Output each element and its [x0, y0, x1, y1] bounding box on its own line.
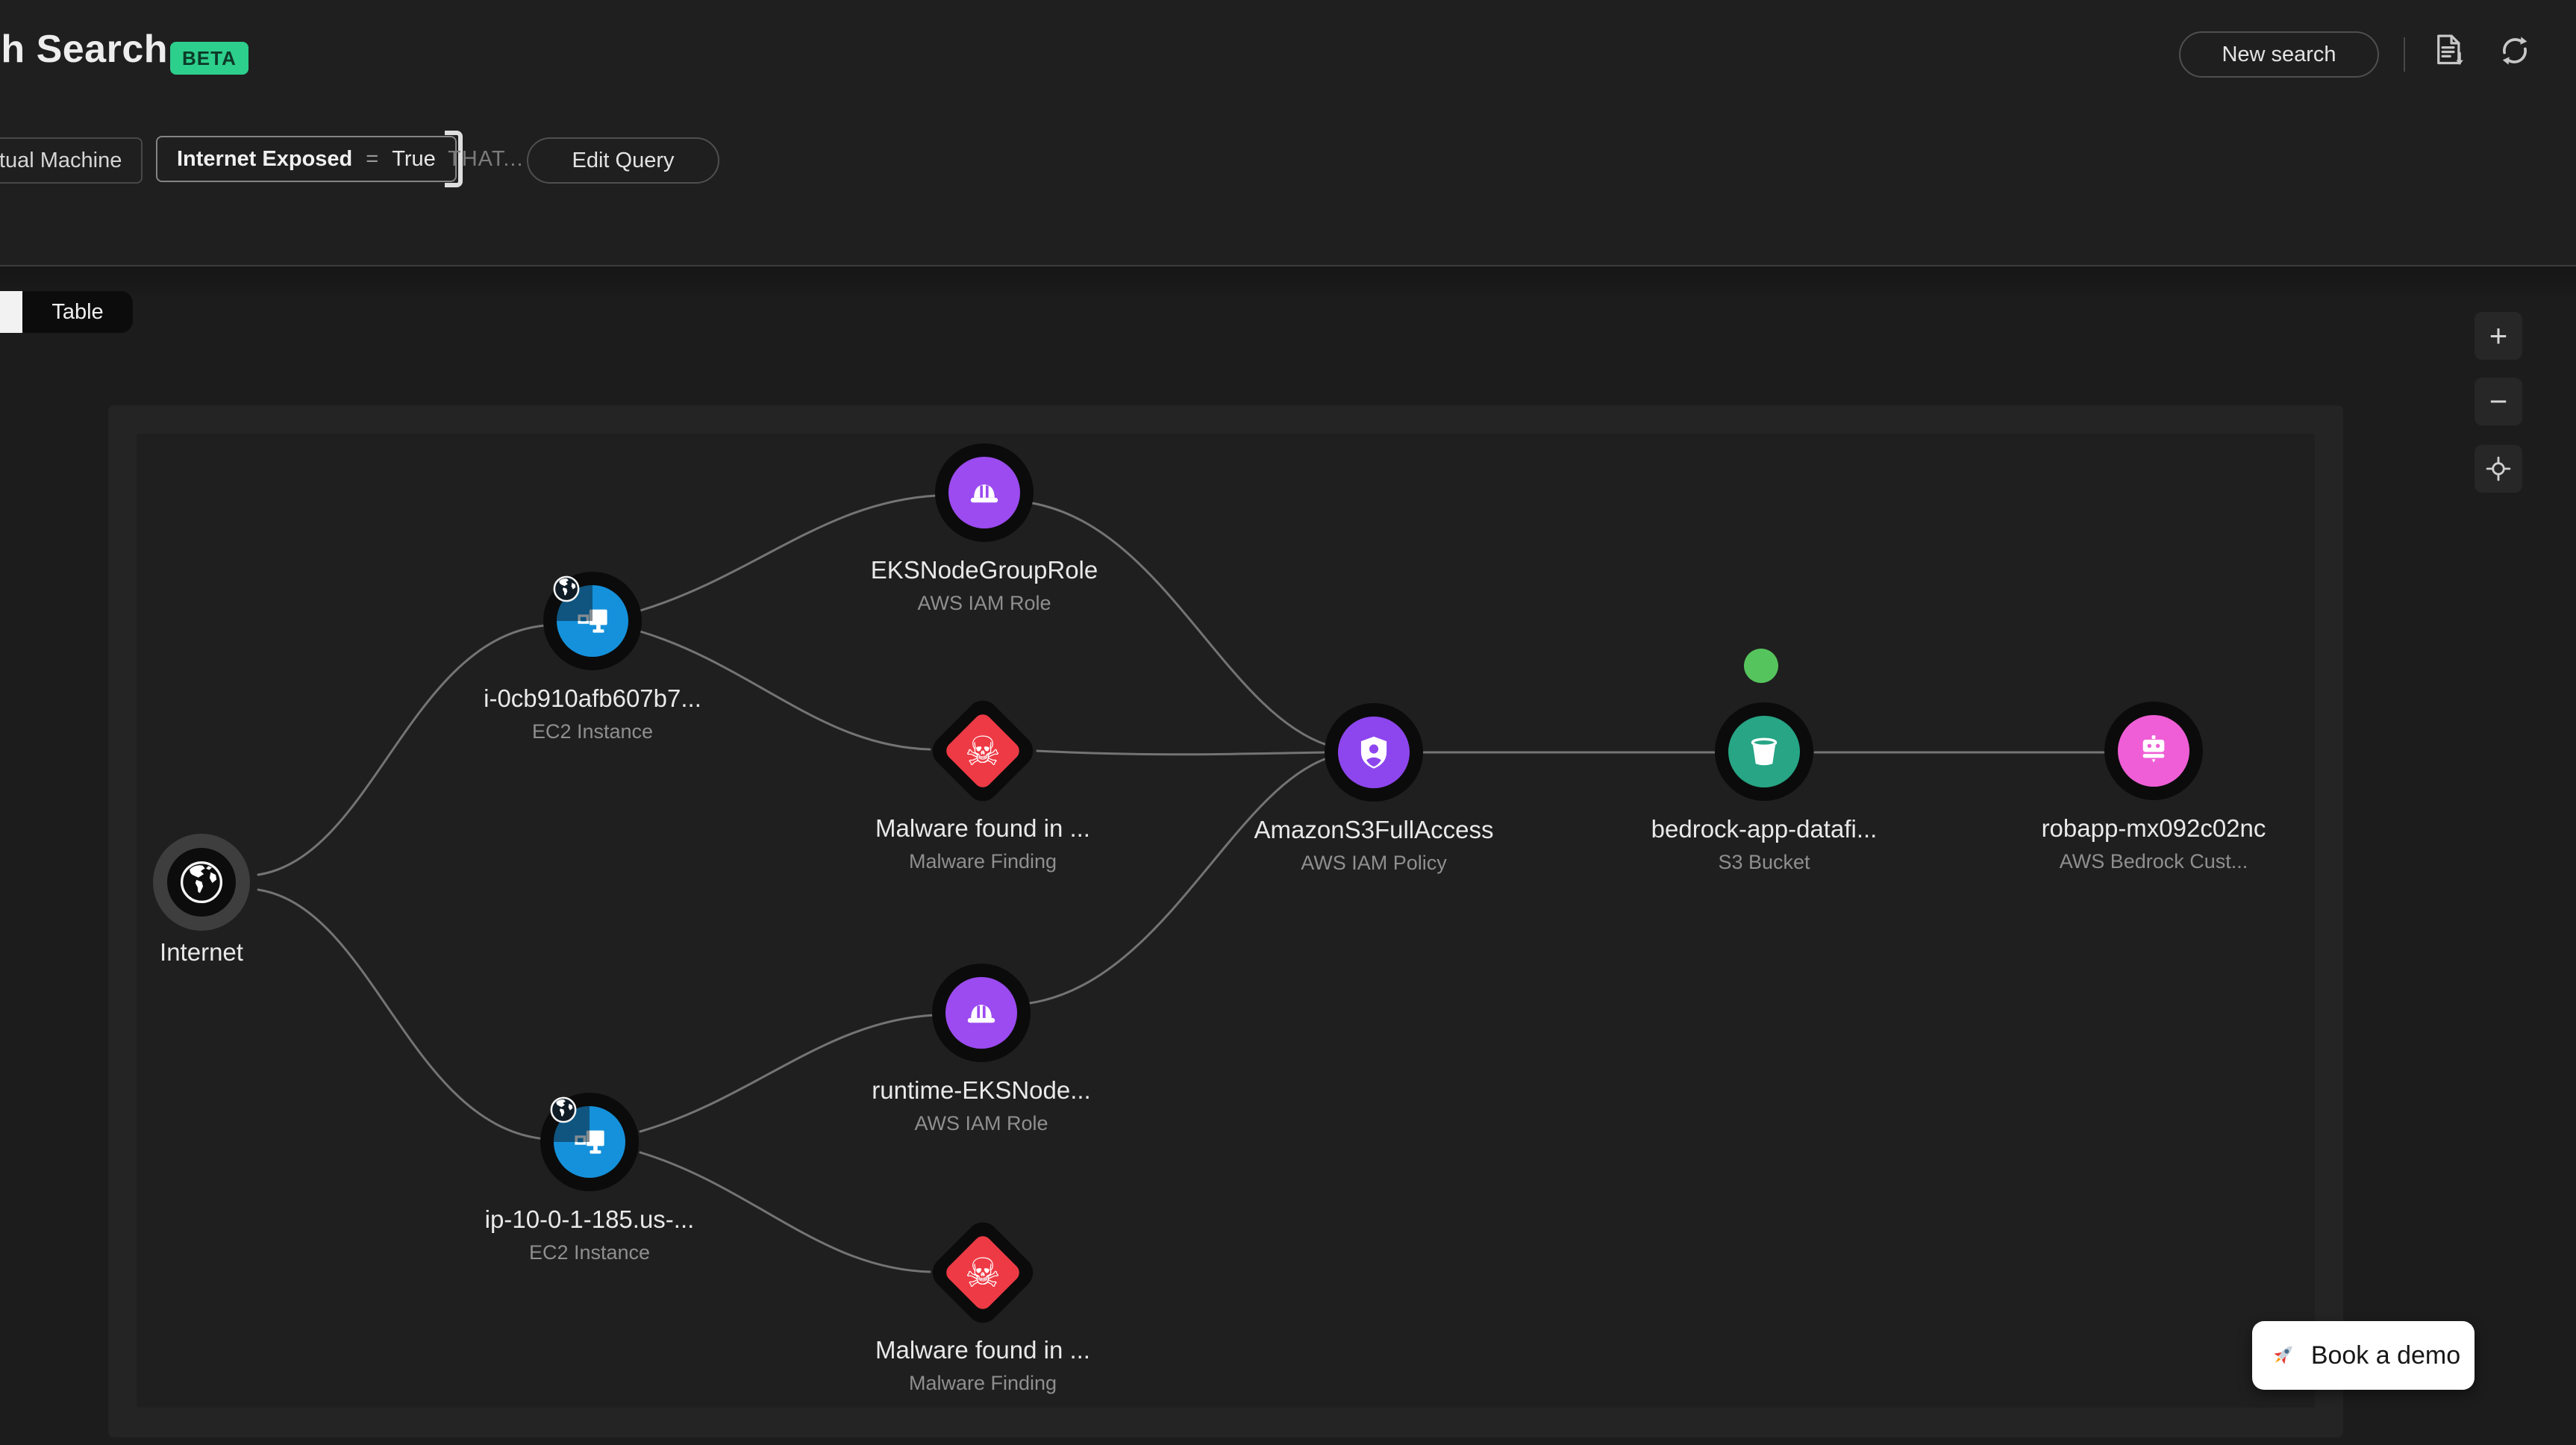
- query-chip-virtual-machine[interactable]: Virtual Machine: [0, 137, 143, 184]
- query-chip-internet-exposed[interactable]: Internet Exposed = True: [156, 131, 463, 187]
- node-internet[interactable]: [153, 834, 250, 931]
- node-iam-role-runtime[interactable]: [932, 964, 1031, 1062]
- query-that-text: THAT...: [448, 147, 524, 171]
- chip-operator: =: [366, 146, 379, 171]
- chip-field: Internet Exposed: [177, 146, 353, 171]
- node-label-bedrock: robapp-mx092c02nc AWS Bedrock Cust...: [2041, 814, 2266, 873]
- zoom-in-button[interactable]: +: [2475, 312, 2522, 360]
- ec2-monitor-icon: [578, 609, 607, 633]
- book-demo-button[interactable]: Book a demo: [2252, 1321, 2475, 1390]
- node-label-ec2-2: ip-10-0-1-185.us-... EC2 Instance: [484, 1205, 695, 1264]
- node-malware-finding-1[interactable]: ☠: [925, 693, 1040, 808]
- header: Graph Search BETA New search: [0, 0, 2576, 266]
- robot-icon: [2142, 735, 2165, 763]
- node-iam-role-eksnodegroup[interactable]: [935, 443, 1034, 542]
- ec2-monitor-icon: [575, 1130, 604, 1154]
- edit-query-button[interactable]: Edit Query: [527, 137, 719, 184]
- node-bedrock-custom-model[interactable]: [2104, 702, 2203, 800]
- node-label-ec2-1: i-0cb910afb607b7... EC2 Instance: [484, 684, 701, 743]
- node-label-internet: Internet: [160, 938, 243, 966]
- skull-crossbones-icon: ☠: [964, 1249, 1001, 1296]
- table-label: Table: [51, 299, 104, 324]
- node-iam-policy-s3fullaccess[interactable]: [1325, 703, 1423, 802]
- skull-crossbones-icon: ☠: [964, 727, 1001, 775]
- bucket-icon: [1751, 737, 1778, 766]
- chip-cursor-bracket: [444, 131, 463, 187]
- node-label-malware-2: Malware found in ... Malware Finding: [875, 1336, 1090, 1394]
- crosshair-icon: [2486, 456, 2511, 481]
- node-s3-bucket[interactable]: [1715, 702, 1813, 801]
- divider-shade: [0, 266, 2576, 301]
- chip-value: True: [392, 146, 436, 171]
- page-title: Graph Search: [0, 28, 169, 71]
- refresh-icon[interactable]: [2495, 31, 2534, 70]
- export-results-icon[interactable]: [2431, 31, 2470, 70]
- view-toggle-graph-segment[interactable]: [0, 291, 22, 333]
- status-dot-green[interactable]: [1744, 649, 1778, 683]
- view-toggle-table-segment[interactable]: Table: [22, 291, 133, 333]
- header-bottom-divider: [0, 265, 2576, 266]
- new-search-button[interactable]: New search: [2179, 31, 2379, 78]
- header-divider: [2404, 37, 2405, 72]
- beta-badge: BETA: [170, 42, 248, 75]
- globe-icon: [180, 861, 223, 904]
- node-label-malware-1: Malware found in ... Malware Finding: [875, 814, 1090, 873]
- shield-user-icon: [1360, 736, 1387, 769]
- chip-label: Virtual Machine: [0, 148, 122, 172]
- book-demo-label: Book a demo: [2310, 1341, 2461, 1370]
- node-label-s3-bucket: bedrock-app-datafi... S3 Bucket: [1651, 815, 1878, 873]
- node-label-iam-role-2: runtime-EKSNode... AWS IAM Role: [872, 1076, 1091, 1135]
- zoom-out-button[interactable]: −: [2475, 378, 2522, 425]
- node-ec2-instance-1[interactable]: [543, 572, 642, 670]
- node-malware-finding-2[interactable]: ☠: [925, 1215, 1040, 1330]
- hard-hat-icon: [970, 484, 998, 503]
- node-ec2-instance-2[interactable]: [540, 1093, 639, 1191]
- node-label-iam-policy: AmazonS3FullAccess AWS IAM Policy: [1254, 816, 1494, 874]
- hard-hat-icon: [967, 1005, 995, 1023]
- internet-exposed-badge-icon: [549, 1096, 578, 1124]
- node-label-iam-role-1: EKSNodeGroupRole AWS IAM Role: [870, 556, 1098, 614]
- fit-view-button[interactable]: [2475, 445, 2522, 493]
- internet-exposed-badge-icon: [552, 575, 581, 603]
- rocket-icon: [2274, 1346, 2292, 1364]
